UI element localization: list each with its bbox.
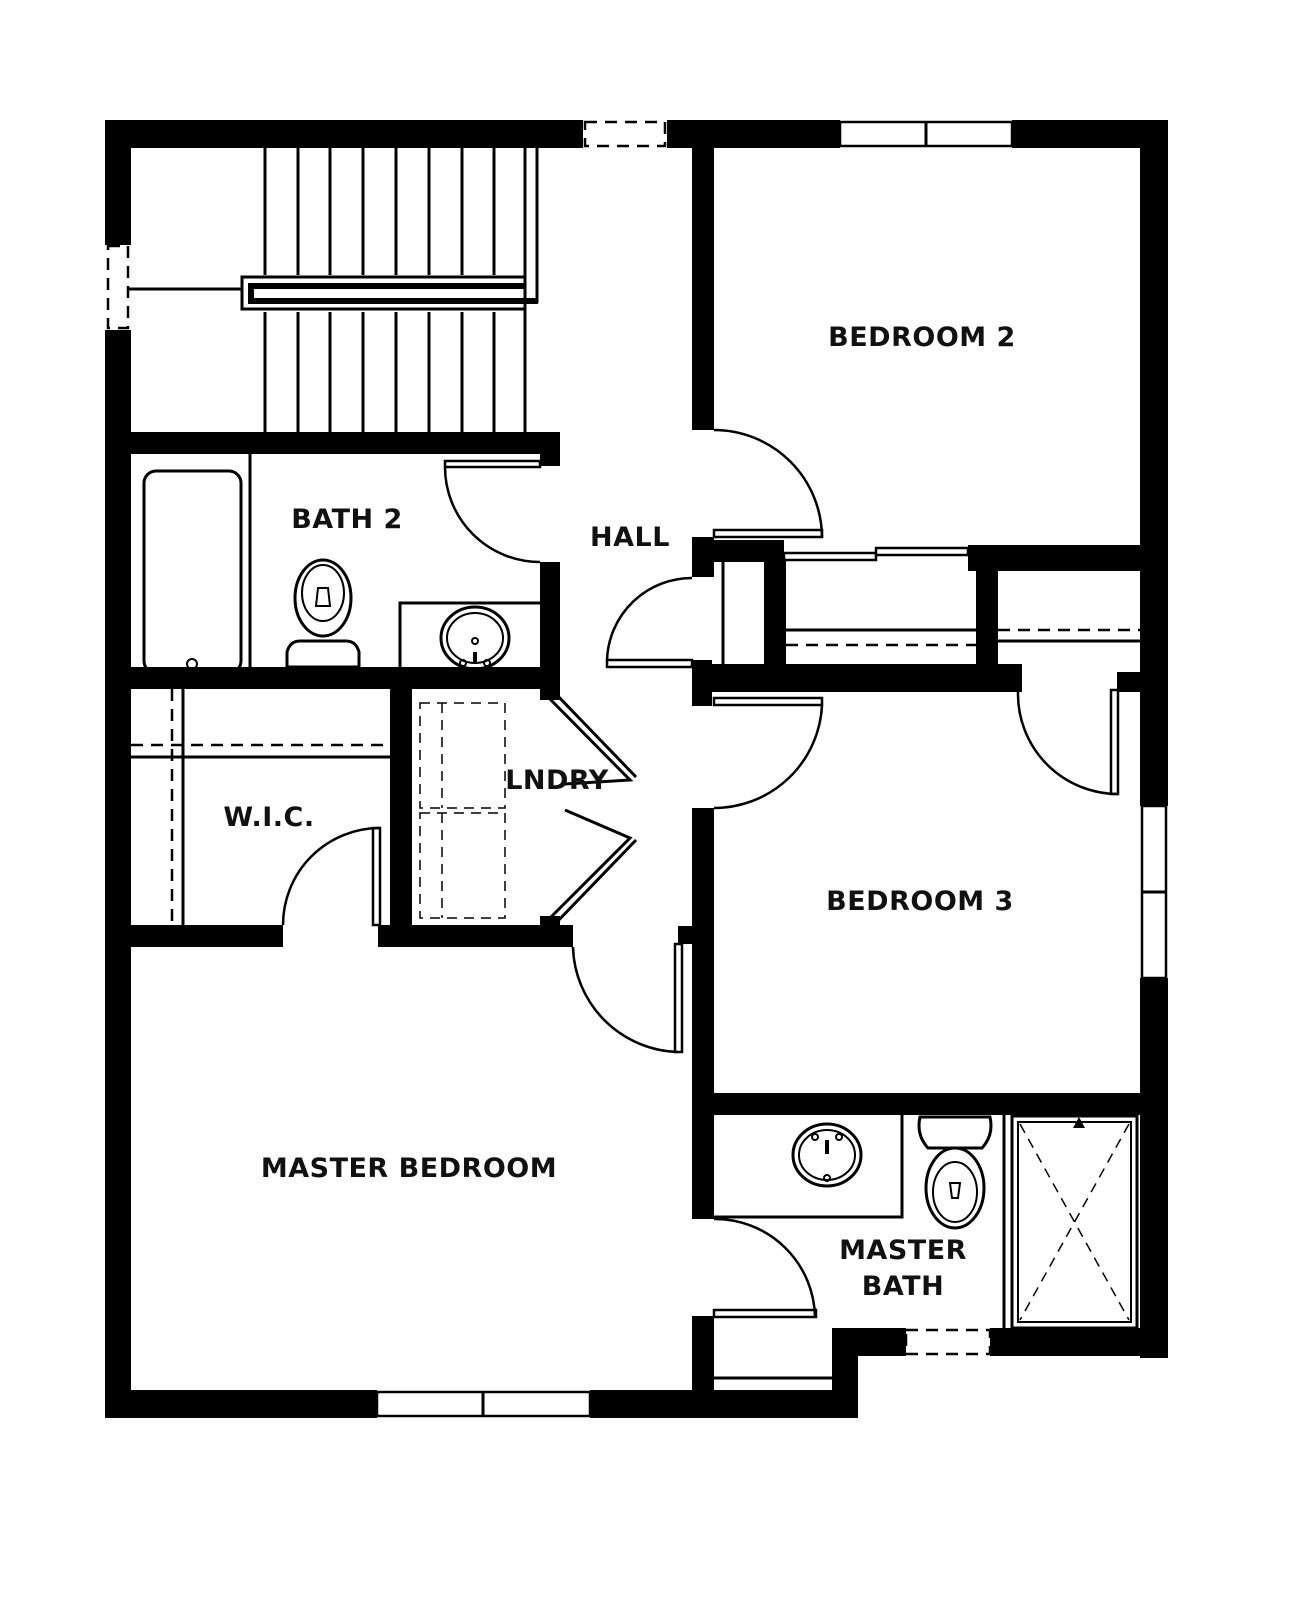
closet-shelves <box>131 689 390 925</box>
hall-closet-shelves <box>721 546 1140 664</box>
toilet-icon <box>285 558 361 669</box>
windows <box>106 120 1168 1418</box>
washer-dryer-icon <box>419 702 506 919</box>
master-sink-icon <box>714 1115 904 1219</box>
room-label-bedroom-2: BEDROOM 2 <box>828 322 1016 353</box>
room-label-master-bath-line1: MASTER <box>839 1235 967 1266</box>
room-label-master-bath-line2: BATH <box>862 1271 944 1302</box>
room-label-hall: HALL <box>590 522 670 553</box>
master-toilet-icon <box>917 1115 993 1230</box>
interior-walls <box>131 148 1168 1418</box>
sink-icon <box>398 601 547 671</box>
doors <box>281 428 1120 1380</box>
room-label-bath-2: BATH 2 <box>291 504 403 535</box>
room-label-master-bedroom: MASTER BEDROOM <box>261 1153 557 1184</box>
room-label-laundry: LNDRY <box>505 765 609 796</box>
shower-icon <box>1002 1114 1139 1330</box>
exterior-walls <box>105 120 1168 1418</box>
room-labels: BEDROOM 2 BATH 2 HALL W.I.C. LNDRY BEDRO… <box>223 322 1015 1302</box>
stairs <box>128 148 539 432</box>
bathtub-icon <box>142 454 252 675</box>
room-label-bedroom-3: BEDROOM 3 <box>826 886 1014 917</box>
room-label-wic: W.I.C. <box>223 802 314 833</box>
